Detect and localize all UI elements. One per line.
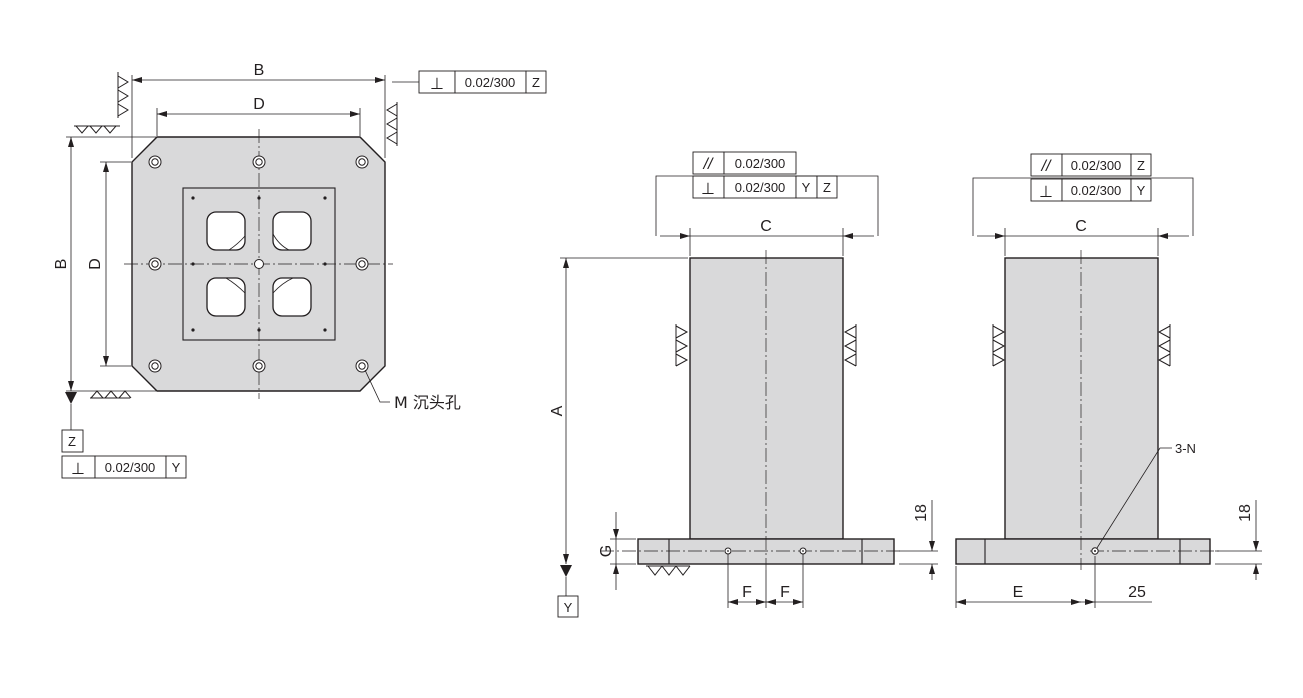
surface-finish-icon <box>74 72 398 399</box>
fcf-bottom-symbol: ⊥ <box>71 461 85 478</box>
hole-note-m: M 沉头孔 <box>394 393 461 412</box>
top-view: B D B D ⊥ 0.02/300 <box>53 62 547 479</box>
fcf-side-perp-tolerance: 0.02/300 <box>1071 183 1122 198</box>
fcf-front-perp-tolerance: 0.02/300 <box>735 180 786 195</box>
fcf-bottom-tolerance: 0.02/300 <box>105 460 156 475</box>
front-view: // 0.02/300 ⊥ 0.02/300 Y Z C A G <box>549 151 938 618</box>
fcf-side-perp-symbol: ⊥ <box>1039 184 1053 201</box>
window-openings <box>206 211 312 317</box>
hole-note-3n: 3-N <box>1175 441 1196 456</box>
dim-d-left: D <box>87 258 104 270</box>
surface-finish-icon <box>992 324 1171 367</box>
surface-finish-icon <box>646 324 857 576</box>
fcf-top-symbol: ⊥ <box>430 76 444 93</box>
column-body <box>689 257 844 540</box>
fcf-top-tolerance: 0.02/300 <box>465 75 516 90</box>
dim-d-top: D <box>253 96 265 113</box>
base-flange-side <box>955 538 1211 565</box>
datum-z-label: Z <box>68 434 76 449</box>
fcf-side-perp-datum: Y <box>1137 183 1146 198</box>
dim-f-left: F <box>742 584 752 601</box>
fcf-top-perpendicularity: ⊥ 0.02/300 Z <box>418 70 547 94</box>
fcf-front: // 0.02/300 ⊥ 0.02/300 Y Z <box>692 151 838 199</box>
side-view: // 0.02/300 Z ⊥ 0.02/300 Y C E 25 <box>955 153 1262 608</box>
dim-a: A <box>549 405 566 416</box>
datum-y-label: Y <box>564 600 573 615</box>
fcf-side-parallel-symbol: // <box>1041 158 1052 175</box>
fcf-front-parallel-tolerance: 0.02/300 <box>735 156 786 171</box>
fcf-top-datum: Z <box>532 75 540 90</box>
base-hole-side <box>1091 547 1099 555</box>
dim-b-top: B <box>254 62 265 79</box>
fcf-side-parallel-tolerance: 0.02/300 <box>1071 158 1122 173</box>
fcf-front-perp-symbol: ⊥ <box>701 181 715 198</box>
dim-c-front: C <box>760 218 772 235</box>
column-body-side <box>1004 257 1159 540</box>
fcf-front-perp-datum-y: Y <box>802 180 811 195</box>
fcf-front-perp-datum-z: Z <box>823 180 831 195</box>
dim-18-front: 18 <box>913 504 930 522</box>
inner-square <box>182 187 336 341</box>
dim-f-right: F <box>780 584 790 601</box>
dim-18-side: 18 <box>1237 504 1254 522</box>
dim-25: 25 <box>1128 584 1146 601</box>
fcf-side: // 0.02/300 Z ⊥ 0.02/300 Y <box>1030 153 1152 202</box>
fcf-front-parallel-symbol: // <box>703 156 714 173</box>
fcf-bottom-datum: Y <box>172 460 181 475</box>
dim-g: G <box>598 545 615 557</box>
dim-e: E <box>1013 584 1024 601</box>
fcf-side-parallel-datum: Z <box>1137 158 1145 173</box>
fcf-bottom-perpendicularity: Z ⊥ 0.02/300 Y <box>61 429 187 479</box>
dim-b-left: B <box>53 259 70 270</box>
tapped-holes <box>191 196 327 332</box>
dim-c-side: C <box>1075 218 1087 235</box>
